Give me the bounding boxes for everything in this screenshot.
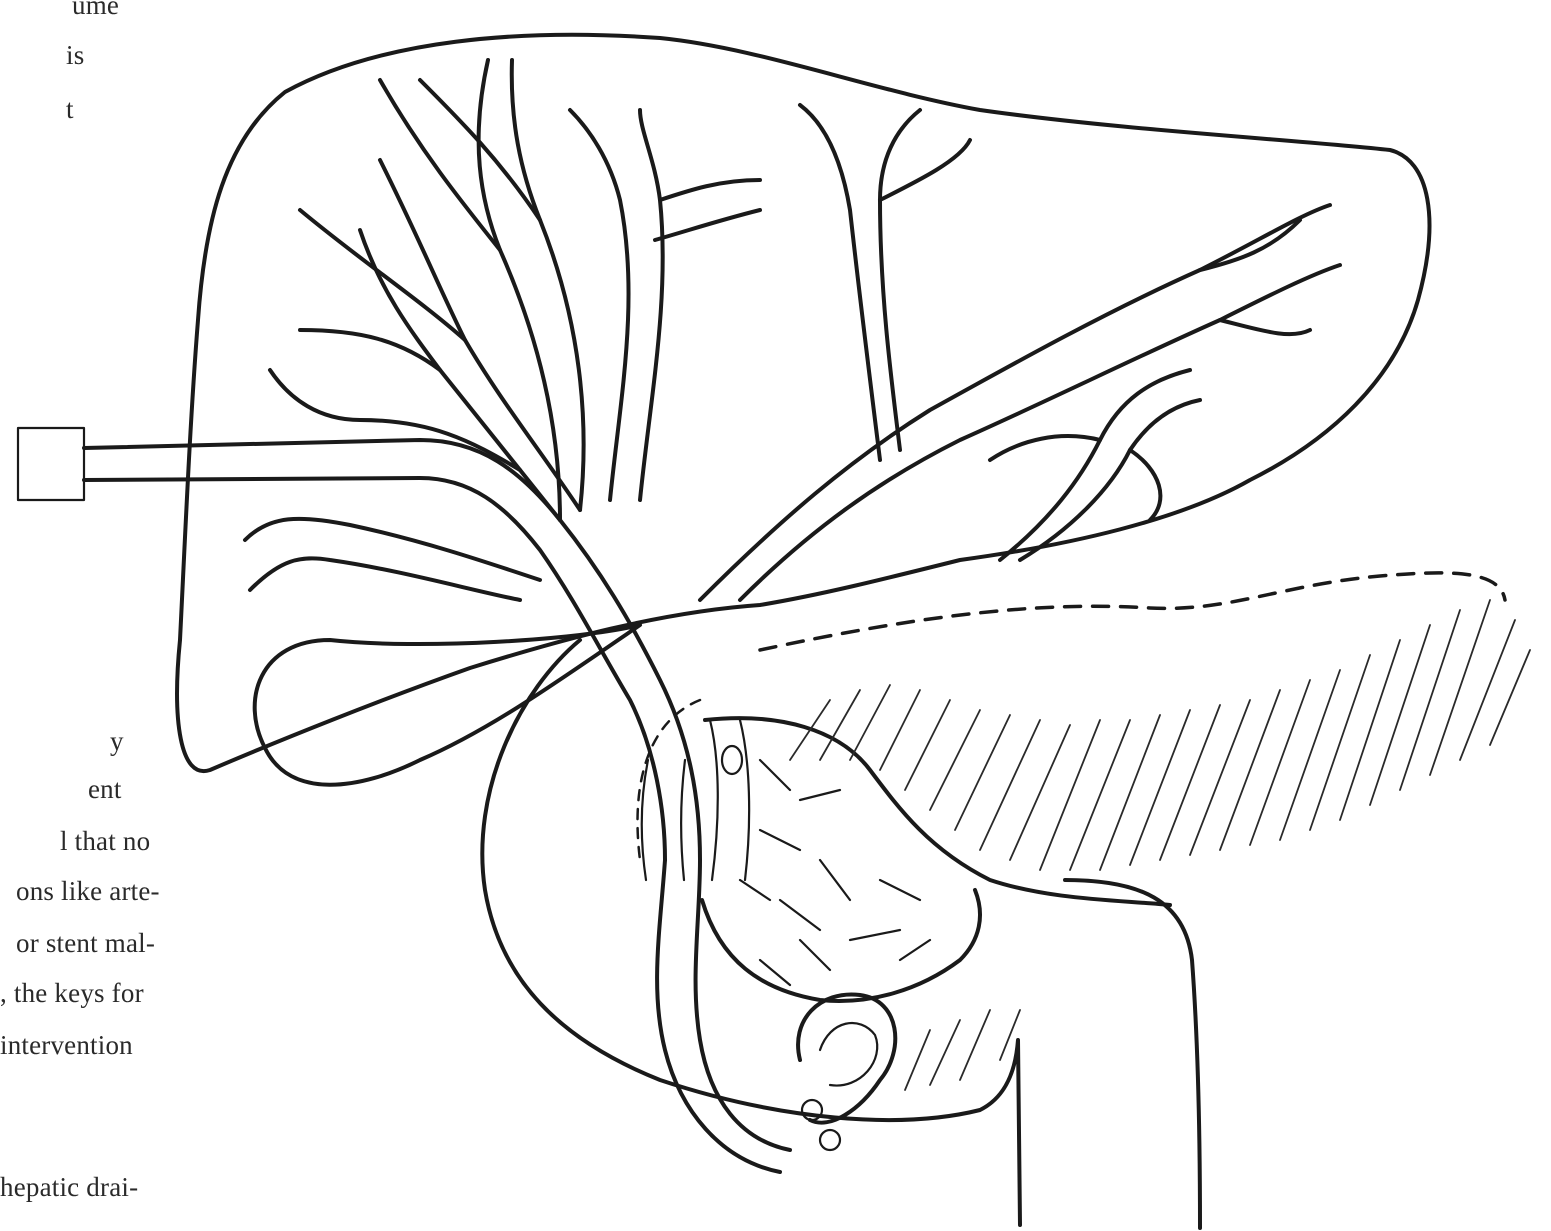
liver-outline [177, 35, 1429, 771]
gallbladder-lobe [255, 625, 640, 785]
catheter-hub [18, 428, 84, 500]
stent-loop [722, 746, 742, 774]
pancreas-lobulation [740, 760, 930, 985]
right-hepatic-branches [245, 60, 760, 600]
dashed-outline [760, 573, 1505, 650]
duodenum-outer [1065, 880, 1200, 1228]
pancreas-head [705, 718, 1170, 905]
duodenum-loop [482, 640, 1020, 1225]
left-hepatic-branches [700, 105, 1340, 600]
ampulla [798, 994, 895, 1150]
dashed-outline-duct [638, 700, 701, 860]
pancreas-tail-hatching [790, 600, 1530, 1090]
pancreas-lower [702, 890, 980, 1001]
